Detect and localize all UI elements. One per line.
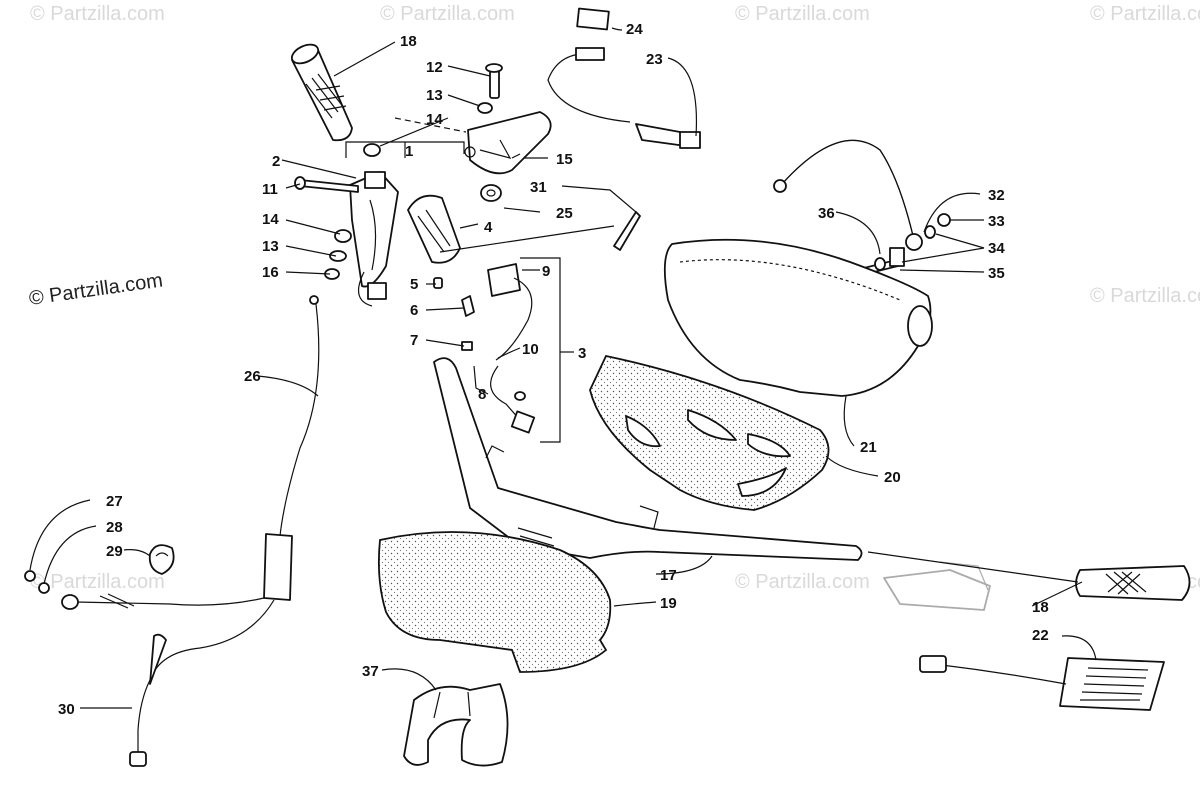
callout-35: 35: [988, 265, 1005, 282]
callout-24: 24: [626, 21, 643, 38]
part-washer-13-top: [477, 102, 493, 114]
callout-27: 27: [106, 493, 123, 510]
callout-14: 14: [426, 111, 443, 128]
callout-3: 3: [578, 345, 586, 362]
part-cable-26: [61, 295, 320, 767]
callout-34: 34: [988, 240, 1005, 257]
watermark-faint: © Partzilla.com: [30, 571, 165, 593]
callout-11: 11: [262, 181, 278, 198]
callout-25: 25: [556, 205, 573, 222]
part-bolt-11: [294, 176, 359, 193]
callout-17: 17: [660, 567, 677, 584]
callout-10: 10: [522, 341, 539, 358]
callout-19: 19: [660, 595, 677, 612]
part-screws-5-6-7: [433, 277, 475, 351]
part-nut-33: [937, 213, 951, 227]
callout-29: 29: [106, 543, 123, 560]
part-harness-23: [547, 47, 701, 149]
callout-30: 30: [58, 701, 75, 718]
callout-4: 4: [484, 219, 493, 236]
part-washer-34: [924, 225, 936, 239]
callout-36: 36: [818, 205, 835, 222]
callout-12: 12: [426, 59, 443, 76]
part-grip-right: [1075, 565, 1191, 601]
callout-26: 26: [244, 368, 261, 385]
part-heater-22: [919, 655, 1165, 711]
callout-22: 22: [1032, 627, 1049, 644]
part-washer-14: [334, 229, 352, 243]
part-ring-28: [38, 582, 50, 594]
watermark-main: © Partzilla.com: [28, 269, 165, 310]
part-clip-29: [148, 544, 175, 575]
callout-20: 20: [884, 469, 901, 486]
part-pad-24: [576, 7, 610, 31]
callout-18: 18: [1032, 599, 1049, 616]
callout-13: 13: [426, 87, 443, 104]
watermark-faint: © Partzilla.com: [30, 3, 165, 25]
part-screw-12: [485, 63, 503, 99]
part-switch-9: [487, 263, 536, 434]
part-cable-32: [773, 139, 923, 251]
callout-2: 2: [272, 153, 280, 170]
callout-5: 5: [410, 276, 418, 293]
callout-1: 1: [405, 143, 413, 160]
callout-8: 8: [478, 386, 486, 403]
part-grip-left: [290, 43, 353, 142]
part-pin-31: [613, 211, 641, 251]
callout-33: 33: [988, 213, 1005, 230]
part-pad-lower-19: [377, 531, 612, 673]
part-throttle-ghost: [883, 561, 991, 611]
part-housing-left: [349, 171, 399, 307]
watermark-faint: © Partzilla.com: [1090, 285, 1200, 307]
callout-13: 13: [262, 238, 279, 255]
part-washer-14-top: [363, 143, 381, 157]
callout-18: 18: [400, 33, 417, 50]
watermark-faint: © Partzilla.com: [1090, 3, 1200, 25]
callout-32: 32: [988, 187, 1005, 204]
callout-23: 23: [646, 51, 663, 68]
callout-7: 7: [410, 332, 418, 349]
callout-9: 9: [542, 263, 550, 280]
callout-37: 37: [362, 663, 379, 680]
callout-14: 14: [262, 211, 279, 228]
part-throttle-4: [407, 194, 461, 264]
part-ring-27: [24, 570, 36, 582]
part-nut-25: [480, 184, 502, 202]
callout-labels: 18 12 13 14 1 2 11 14 13 16 15 24 23 31 …: [58, 21, 1049, 718]
callout-21: 21: [860, 439, 877, 456]
leader-lines: [29, 27, 1097, 709]
part-washer-13: [329, 250, 347, 262]
watermark-faint: © Partzilla.com: [735, 571, 870, 593]
part-strap-37: [403, 683, 509, 767]
callout-16: 16: [262, 264, 279, 281]
part-washer-36: [874, 257, 886, 271]
callout-31: 31: [530, 179, 547, 196]
watermark-faint: © Partzilla.com: [735, 3, 870, 25]
part-handlebar-17: [433, 357, 863, 561]
part-pad-cover-21: [663, 238, 933, 397]
callout-28: 28: [106, 519, 123, 536]
callout-6: 6: [410, 302, 418, 319]
callout-15: 15: [556, 151, 573, 168]
part-pad-foam-20: [589, 354, 830, 511]
watermark-faint: © Partzilla.com: [380, 3, 515, 25]
part-clamp-15: [464, 111, 552, 175]
